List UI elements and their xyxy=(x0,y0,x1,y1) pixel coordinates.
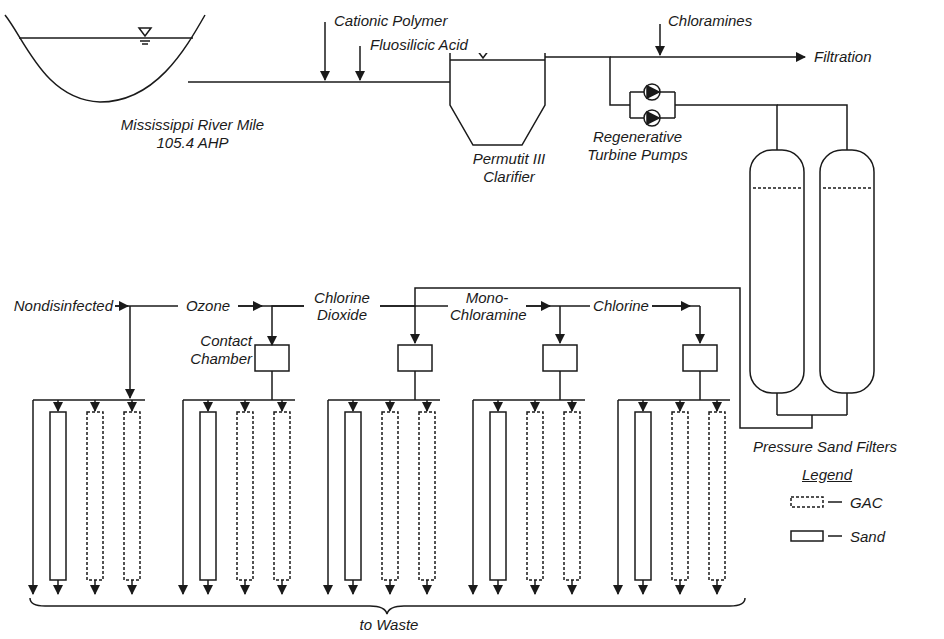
process-label: Filtration xyxy=(812,48,916,65)
process-label: Fluosilicic Acid xyxy=(368,36,502,53)
unit-label: Contact Chamber xyxy=(180,332,252,368)
unit-label: Pressure Sand Filters xyxy=(745,438,905,456)
process-unit: Mississippi River Mile 105.4 AHP xyxy=(5,10,270,155)
legend-item: GAC xyxy=(790,492,883,512)
process-label: Mono-Chloramine xyxy=(448,289,526,323)
process-label: to Waste xyxy=(340,616,438,633)
process-label: Ozone xyxy=(178,297,238,314)
process-unit: Regenerative Turbine Pumps xyxy=(570,80,705,166)
unit-label: Mississippi River Mile 105.4 AHP xyxy=(115,116,270,152)
pipe-connector xyxy=(545,57,630,105)
pipe-connector xyxy=(675,105,777,150)
legend-text: Sand xyxy=(850,528,885,545)
process-label: Chloramines xyxy=(666,12,780,29)
process-label: Nondisinfected xyxy=(3,297,115,314)
unit-label: Permutit III Clarifier xyxy=(445,150,573,186)
process-label: Cationic Polymer xyxy=(332,12,476,29)
process-unit: Pressure Sand Filters xyxy=(745,148,905,463)
legend-item: Sand xyxy=(790,526,885,546)
process-label: Legend xyxy=(800,466,864,483)
unit-symbol xyxy=(745,148,905,463)
pipe-connector xyxy=(272,288,812,428)
process-unit: Contact Chamber xyxy=(180,330,292,375)
process-unit: Permutit III Clarifier xyxy=(445,45,575,187)
legend-swatch xyxy=(790,495,846,509)
process-label: Chlorine xyxy=(590,297,652,314)
unit-symbol xyxy=(5,10,270,155)
process-label: Chlorine Dioxide xyxy=(304,289,380,323)
unit-label: Regenerative Turbine Pumps xyxy=(570,128,705,164)
pipe-connector xyxy=(188,81,450,83)
legend-swatch xyxy=(790,529,846,543)
legend-text: GAC xyxy=(850,494,883,511)
